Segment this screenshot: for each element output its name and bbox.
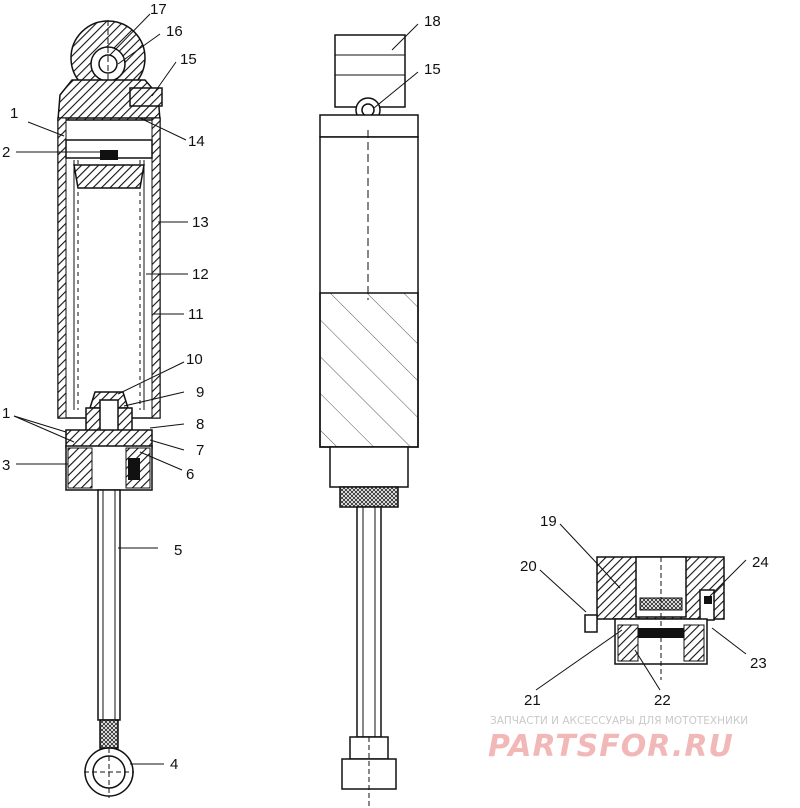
callout-labels: 17 16 15 1 2 14 13 12 11 10 9 1 8 3 7 6 … [2,1,769,773]
callout-9: 9 [196,384,204,401]
callout-3: 3 [2,457,10,474]
callout-7: 7 [196,442,204,459]
callout-15-left: 15 [180,51,197,68]
callout-1-bottom: 1 [2,405,10,422]
callout-8: 8 [196,416,204,433]
floating-piston [73,164,145,189]
outer-body [57,117,161,419]
callout-16: 16 [166,23,183,40]
valve-15 [129,87,163,107]
callout-18: 18 [424,13,441,30]
leader-lines [13,13,747,765]
detail-view [584,556,725,680]
callout-13: 13 [192,214,209,231]
callout-1-top: 1 [10,105,18,122]
callout-6: 6 [186,466,194,483]
callout-14: 14 [188,133,205,150]
exterior-rod [356,506,382,738]
spring-area [319,292,419,448]
callout-12: 12 [192,266,209,283]
watermark-tagline: ЗАПЧАСТИ И АКСЕССУАРЫ ДЛЯ МОТОТЕХНИКИ [490,715,748,727]
callout-21: 21 [524,692,541,709]
sectional-view [57,20,163,798]
exterior-view [319,34,419,808]
callout-23: 23 [750,655,767,672]
callout-24: 24 [752,554,769,571]
watermark-brand: PARTSFOR.RU [488,729,734,764]
top-mount [334,34,406,108]
callout-15-right: 15 [424,61,441,78]
callout-4: 4 [170,756,178,773]
callout-10: 10 [186,351,203,368]
callout-11: 11 [188,306,204,323]
callout-22: 22 [654,692,671,709]
callout-17: 17 [150,1,167,18]
callout-19: 19 [540,513,557,530]
callout-5: 5 [174,542,182,559]
watermark: ЗАПЧАСТИ И АКСЕССУАРЫ ДЛЯ МОТОТЕХНИКИ PA… [488,715,748,764]
piston-rod [97,489,121,721]
callout-2: 2 [2,144,10,161]
callout-20: 20 [520,558,537,575]
